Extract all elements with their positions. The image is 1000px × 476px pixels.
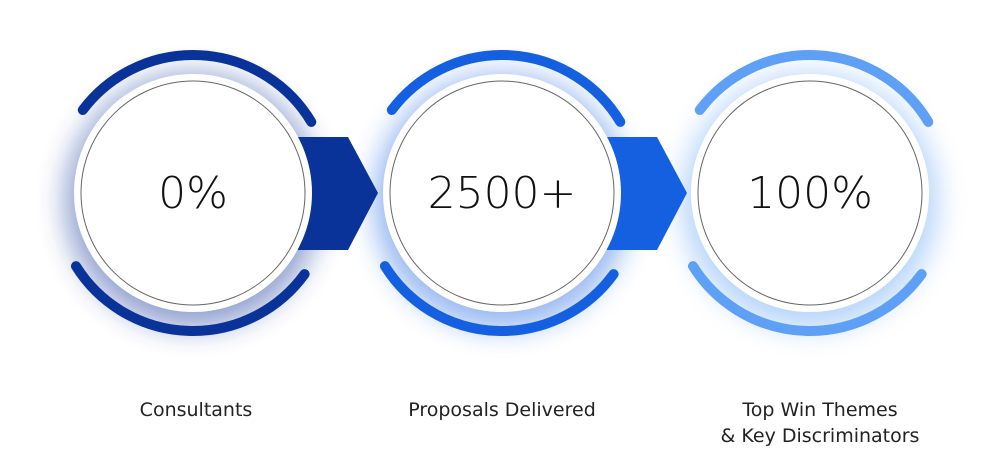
label-line-1: Top Win Themes [742,399,898,421]
circle-inner [697,80,923,306]
circle-inner [80,80,306,306]
top-arc [77,50,317,127]
stat-value-proposals: 2500+ [427,168,577,219]
stat-label-proposals: Proposals Delivered [408,399,596,421]
arrow-connector-icon [298,137,378,250]
top-arc [694,50,934,127]
top-arc [386,50,626,127]
circle-inner [389,80,615,306]
bottom-arc [687,261,927,336]
stat-value-consultants: 0% [158,168,228,219]
stat-label-consultants: Consultants [139,399,253,421]
stat-label-win-themes: Top Win Themes & Key Discriminators [670,397,970,449]
bottom-arc [379,261,619,336]
label-line-2: & Key Discriminators [720,425,920,447]
bottom-arc [70,261,310,336]
arrow-connector-icon [607,137,687,250]
stat-value-win-themes: 100% [747,168,873,219]
